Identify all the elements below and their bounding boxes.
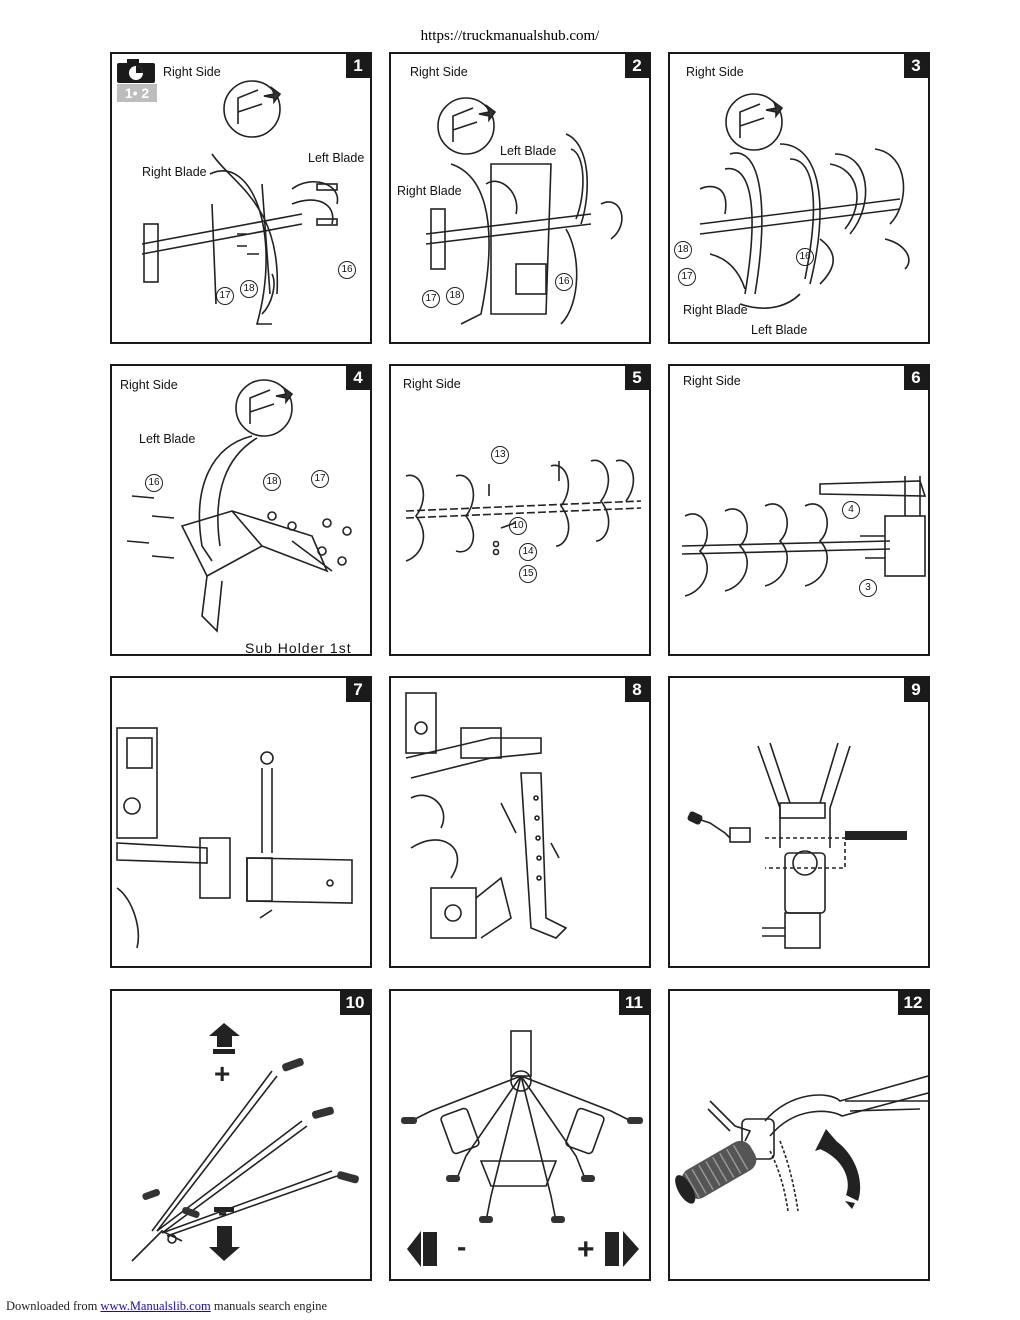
step-panel-6: 6 Right Side 4 3 bbox=[668, 364, 930, 656]
source-url: https://truckmanualshub.com/ bbox=[420, 28, 600, 44]
part-callout: 18 bbox=[240, 280, 258, 298]
arrow-down-icon bbox=[209, 1226, 240, 1261]
drag-bar-diagram bbox=[405, 692, 568, 939]
rotate-arrow-icon bbox=[820, 1137, 861, 1201]
step-number: 11 bbox=[619, 991, 649, 1015]
tine-assembly-diagram bbox=[141, 80, 339, 325]
step-number: 4 bbox=[346, 366, 370, 390]
sub-holder-diagram bbox=[126, 379, 352, 633]
step-number: 5 bbox=[625, 366, 649, 390]
throttle-grip-diagram bbox=[675, 1075, 928, 1212]
side-label: Right Side bbox=[403, 377, 461, 391]
tiller-mount-diagram bbox=[681, 476, 927, 597]
tine-shaft-diagram bbox=[405, 459, 642, 562]
blade-label-left: Left Blade bbox=[308, 151, 365, 165]
manualslib-link[interactable]: www.Manualslib.com bbox=[100, 1299, 211, 1313]
part-callout: 17 bbox=[311, 470, 329, 488]
step-number: 12 bbox=[898, 991, 928, 1015]
part-callout: 16 bbox=[555, 273, 573, 291]
footer: Downloaded from www.Manualslib.com manua… bbox=[6, 1299, 327, 1314]
step-number: 9 bbox=[904, 678, 928, 702]
step-panel-5: 5 Right Side 13 10 14 15 bbox=[389, 364, 651, 656]
side-label: Right Side bbox=[686, 65, 744, 79]
camera-icon bbox=[117, 59, 155, 83]
blade-label-left: Left Blade bbox=[139, 432, 196, 446]
blade-label-right: Right Blade bbox=[142, 165, 207, 179]
step-panel-7: 7 bbox=[110, 676, 372, 968]
part-callout: 18 bbox=[263, 473, 281, 491]
arrow-right-icon bbox=[623, 1231, 639, 1267]
part-callout: 17 bbox=[216, 287, 234, 305]
part-callout: 16 bbox=[145, 474, 163, 492]
caption-label: Sub Holder 1st bbox=[245, 640, 352, 656]
step-number: 8 bbox=[625, 678, 649, 702]
part-callout: 18 bbox=[674, 241, 692, 259]
step-panel-4: 4 Right Side Left Blade 16 18 17 Sub Hol… bbox=[110, 364, 372, 656]
part-callout: 4 bbox=[842, 501, 860, 519]
step-panel-9: 9 bbox=[668, 676, 930, 968]
handle-height-diagram: + - bbox=[131, 1023, 359, 1262]
blade-label-right: Right Blade bbox=[683, 303, 748, 317]
step-panel-3: 3 Right Side Right Blade Left Blade 18 1… bbox=[668, 52, 930, 344]
blade-label-left: Left Blade bbox=[751, 323, 808, 337]
photo-badge: 1• 2 bbox=[117, 84, 157, 102]
step-number: 1 bbox=[346, 54, 370, 78]
blade-label-right: Right Blade bbox=[397, 184, 462, 198]
step-panel-1: 1• 2 1 Right Side Right Blade Left Blade… bbox=[110, 52, 372, 344]
step-number: 6 bbox=[904, 366, 928, 390]
tine-assembly-diagram bbox=[699, 93, 910, 309]
part-callout: 10 bbox=[509, 517, 527, 535]
part-callout: 18 bbox=[446, 287, 464, 305]
footer-suffix: manuals search engine bbox=[213, 1299, 327, 1313]
handlebar-mount-diagram bbox=[687, 742, 907, 949]
step-panel-10: 10 + - bbox=[110, 989, 372, 1281]
side-label: Right Side bbox=[163, 65, 221, 79]
footer-prefix: Downloaded from bbox=[6, 1299, 98, 1313]
side-label: Right Side bbox=[120, 378, 178, 392]
left-symbol: - bbox=[457, 1231, 466, 1262]
depth-bar-diagram bbox=[116, 727, 353, 949]
step-number: 10 bbox=[340, 991, 370, 1015]
side-label: Right Side bbox=[683, 374, 741, 388]
part-callout: 13 bbox=[491, 446, 509, 464]
raise-symbol: + bbox=[214, 1058, 230, 1089]
step-number: 7 bbox=[346, 678, 370, 702]
part-callout: 17 bbox=[678, 268, 696, 286]
step-panel-2: 2 Right Side Left Blade Right Blade 17 1… bbox=[389, 52, 651, 344]
step-panel-12: 12 bbox=[668, 989, 930, 1281]
handle-swivel-diagram: - + bbox=[401, 1030, 643, 1267]
side-label: Right Side bbox=[410, 65, 468, 79]
arrow-left-icon bbox=[407, 1231, 421, 1267]
arrow-up-icon bbox=[209, 1023, 240, 1047]
step-number: 3 bbox=[904, 54, 928, 78]
part-callout: 14 bbox=[519, 543, 537, 561]
part-callout: 15 bbox=[519, 565, 537, 583]
step-panel-8: 8 bbox=[389, 676, 651, 968]
tine-assembly-diagram bbox=[425, 97, 623, 325]
part-callout: 17 bbox=[422, 290, 440, 308]
blade-label-left: Left Blade bbox=[500, 144, 557, 158]
part-callout: 16 bbox=[338, 261, 356, 279]
step-panel-11: 11 - + bbox=[389, 989, 651, 1281]
step-number: 2 bbox=[625, 54, 649, 78]
right-symbol: + bbox=[577, 1233, 595, 1266]
part-callout: 3 bbox=[859, 579, 877, 597]
